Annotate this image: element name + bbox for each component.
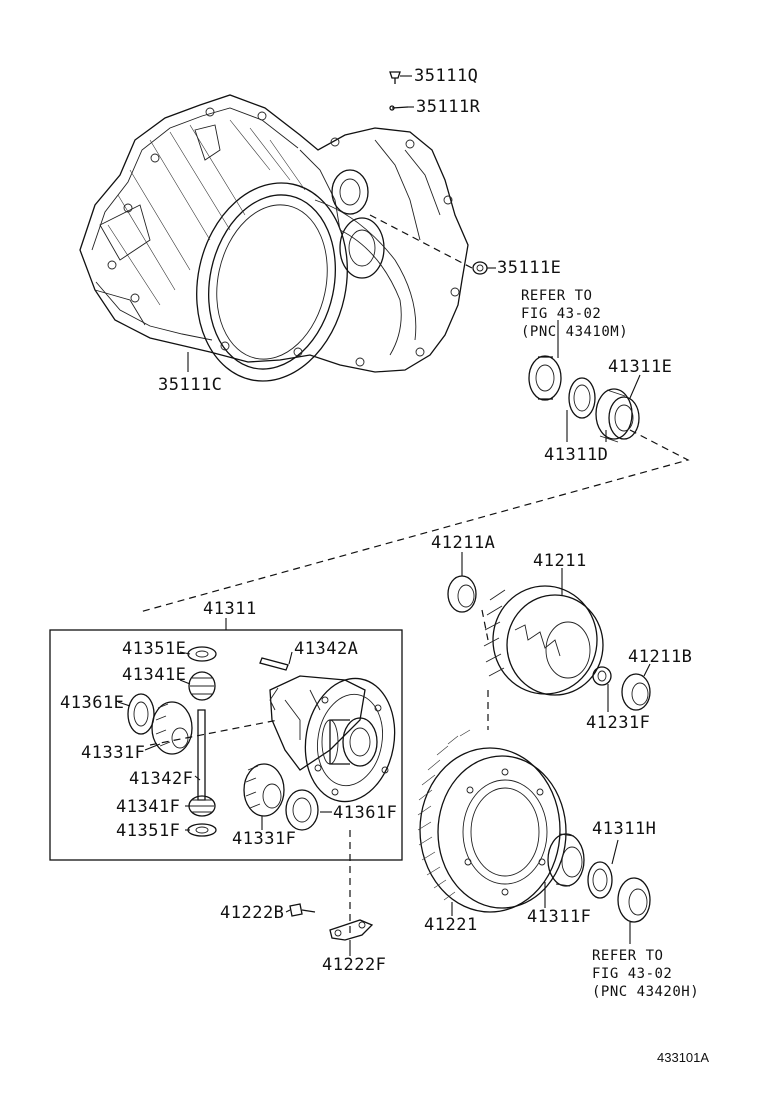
differential-case-drawing: [269, 675, 396, 803]
label-35111q: 35111Q: [414, 66, 478, 86]
note-refer-top-line1: REFER TO: [521, 288, 592, 304]
label-41342f: 41342F: [129, 769, 193, 789]
label-41311d: 41311D: [544, 445, 608, 465]
label-41221: 41221: [424, 915, 478, 935]
label-35111r: 35111R: [416, 97, 481, 117]
label-41222f: 41222F: [322, 955, 386, 975]
label-41341f: 41341F: [116, 797, 180, 817]
bearing-41211b-drawing: [621, 673, 651, 711]
label-41342a: 41342A: [294, 639, 358, 659]
note-refer-top-line2: FIG 43-02: [521, 306, 601, 322]
ring-41231f-drawing: [592, 666, 612, 686]
bearing-set-41311e-drawing: [528, 355, 640, 443]
pinion-shaft-41342a-drawing: [259, 657, 289, 671]
side-gear-41331f-left-drawing: [151, 701, 193, 755]
note-refer-bottom-line1: REFER TO: [592, 948, 663, 964]
washer-41361e-drawing: [127, 693, 155, 735]
label-41361f: 41361F: [333, 803, 397, 823]
label-41351f: 41351F: [116, 821, 180, 841]
bolt-35111q-drawing: [389, 71, 401, 84]
label-41211b: 41211B: [628, 647, 692, 667]
label-41311e: 41311E: [608, 357, 672, 377]
label-41331f-bottom: 41331F: [232, 829, 296, 849]
label-41331f-left: 41331F: [81, 743, 145, 763]
side-gear-41331f-bottom-drawing: [243, 763, 285, 817]
label-35111c: 35111C: [158, 375, 222, 395]
plate-41222f-drawing: [329, 919, 374, 941]
shim-41311h-drawing: [587, 861, 613, 899]
note-refer-bottom-line3: (PNC 43420H): [592, 984, 699, 1000]
pinion-41341e-drawing: [188, 671, 216, 701]
label-41341e: 41341E: [122, 665, 186, 685]
note-refer-bottom-line2: FIG 43-02: [592, 966, 672, 982]
label-41361e: 41361E: [60, 693, 124, 713]
pin-35111r-drawing: [389, 105, 409, 111]
figure-id: 433101A: [657, 1050, 709, 1065]
pinion-shaft-41342f-drawing: [197, 709, 206, 801]
label-41211a: 41211A: [431, 533, 495, 553]
label-41222b: 41222B: [220, 903, 284, 923]
gear-41211-drawing: [483, 585, 604, 696]
label-41231f: 41231F: [586, 713, 650, 733]
label-41351e: 41351E: [122, 639, 186, 659]
transaxle-housing-drawing: [79, 94, 473, 382]
label-41311: 41311: [203, 599, 257, 619]
pinion-41341f-drawing: [188, 795, 216, 817]
washer-41351e-drawing: [187, 646, 217, 662]
bearing-race-41311h-drawing: [617, 877, 651, 923]
washer-41361f-drawing: [285, 789, 319, 831]
ring-gear-41221-drawing: [417, 729, 567, 913]
bolt-41222b-drawing: [289, 903, 316, 917]
label-41311h: 41311H: [592, 819, 656, 839]
bearing-41211a-drawing: [447, 575, 477, 613]
note-refer-top-line3: (PNC 43410M): [521, 324, 628, 340]
bearing-41311f-drawing: [547, 833, 585, 887]
label-35111e: 35111E: [497, 258, 561, 278]
label-41311f: 41311F: [527, 907, 591, 927]
plug-35111e-drawing: [472, 261, 488, 275]
washer-41351f-drawing: [187, 823, 217, 837]
label-41211: 41211: [533, 551, 587, 571]
